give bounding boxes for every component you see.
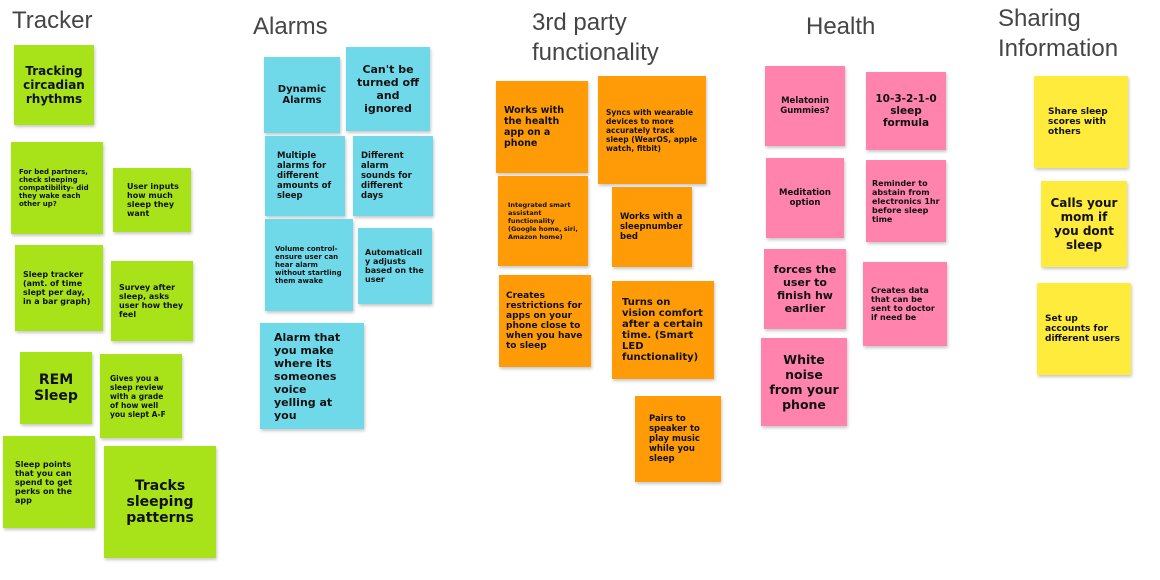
sticky-note-text: Calls your mom if you dont sleep: [1050, 196, 1118, 252]
sticky-note-third-party[interactable]: Works with the health app on a phone: [496, 81, 588, 173]
sticky-note-text: Integrated smart assistant functionality…: [508, 201, 578, 241]
sticky-note-tracker[interactable]: REM Sleep: [20, 352, 92, 424]
sticky-note-third-party[interactable]: Syncs with wearable devices to more accu…: [598, 76, 706, 184]
sticky-note-alarms[interactable]: Volume control- ensure user can hear ala…: [265, 219, 353, 311]
sticky-note-text: Set up accounts for different users: [1045, 314, 1120, 344]
sticky-note-text: Works with a sleepnumber bed: [620, 212, 683, 242]
sticky-note-sharing[interactable]: Share sleep scores with others: [1034, 76, 1128, 168]
sticky-note-tracker[interactable]: Tracks sleeping patterns: [104, 446, 216, 558]
sticky-note-alarms[interactable]: Multiple alarms for different amounts of…: [265, 136, 345, 216]
sticky-note-text: Meditation option: [779, 188, 831, 208]
sticky-note-health[interactable]: Reminder to abstain from electronics 1hr…: [866, 160, 946, 242]
sticky-note-text: forces the user to finish hw earlier: [773, 263, 837, 315]
sticky-note-text: White noise from your phone: [769, 352, 839, 412]
sticky-note-text: Can't be turned off and ignored: [357, 63, 419, 115]
sticky-note-alarms[interactable]: Different alarm sounds for different day…: [353, 136, 433, 216]
sticky-note-text: Sleep tracker (amt. of time slept per da…: [23, 270, 91, 306]
sticky-note-text: Syncs with wearable devices to more accu…: [606, 107, 698, 153]
sticky-note-text: User inputs how much sleep they want: [127, 182, 179, 218]
sticky-note-third-party[interactable]: Works with a sleepnumber bed: [612, 187, 692, 267]
sticky-note-text: REM Sleep: [34, 372, 78, 404]
sticky-note-sharing[interactable]: Set up accounts for different users: [1037, 283, 1131, 375]
sticky-note-text: Volume control- ensure user can hear ala…: [275, 245, 342, 285]
sticky-note-tracker[interactable]: Tracking circadian rhythms: [14, 45, 94, 125]
sticky-note-tracker[interactable]: Survey after sleep, asks user how they f…: [111, 261, 193, 341]
sticky-note-text: Gives you a sleep review with a grade of…: [110, 373, 166, 419]
sticky-note-text: Multiple alarms for different amounts of…: [277, 151, 332, 201]
sticky-note-tracker[interactable]: User inputs how much sleep they want: [113, 168, 191, 232]
column-title-tracker: Tracker: [12, 7, 93, 34]
sticky-note-health[interactable]: Melatonin Gummies?: [765, 66, 845, 146]
sticky-note-text: Dynamic Alarms: [277, 84, 327, 106]
column-title-sharing: Sharing Information: [998, 5, 1119, 62]
column-title-third-party: 3rd party functionality: [532, 9, 659, 66]
sticky-note-sharing[interactable]: Calls your mom if you dont sleep: [1041, 181, 1127, 267]
sticky-note-text: Different alarm sounds for different day…: [361, 151, 412, 201]
sticky-note-health[interactable]: Creates data that can be sent to doctor …: [863, 262, 947, 346]
column-title-alarms: Alarms: [253, 13, 328, 40]
sticky-note-text: Automatically adjusts based on the user: [365, 248, 424, 284]
sticky-note-text: Alarm that you make where its someones v…: [274, 330, 341, 422]
sticky-note-third-party[interactable]: Creates restrictions for apps on your ph…: [499, 275, 591, 367]
sticky-note-alarms[interactable]: Automatically adjusts based on the user: [358, 228, 432, 304]
sticky-note-tracker[interactable]: Gives you a sleep review with a grade of…: [100, 354, 182, 438]
sticky-note-alarms[interactable]: Can't be turned off and ignored: [346, 47, 430, 131]
sticky-note-tracker[interactable]: Sleep points that you can spend to get p…: [3, 436, 95, 528]
sticky-note-third-party[interactable]: Turns on vision comfort after a certain …: [612, 281, 714, 379]
sticky-note-health[interactable]: Meditation option: [766, 158, 844, 238]
sticky-note-text: For bed partners, check sleeping compati…: [19, 168, 89, 208]
sticky-note-text: Reminder to abstain from electronics 1hr…: [872, 178, 940, 224]
sticky-note-text: 10-3-2-1-0 sleep formula: [875, 93, 937, 129]
sticky-note-tracker[interactable]: For bed partners, check sleeping compati…: [11, 142, 103, 234]
sticky-note-text: Survey after sleep, asks user how they f…: [119, 283, 184, 319]
sticky-note-third-party[interactable]: Integrated smart assistant functionality…: [498, 176, 588, 266]
sticky-note-text: Creates restrictions for apps on your ph…: [506, 291, 583, 351]
sticky-note-text: Tracks sleeping patterns: [126, 478, 194, 526]
sticky-note-text: Tracking circadian rhythms: [23, 64, 85, 106]
sticky-note-health[interactable]: White noise from your phone: [761, 338, 847, 426]
sticky-note-text: Creates data that can be sent to doctor …: [871, 286, 935, 322]
sticky-note-tracker[interactable]: Sleep tracker (amt. of time slept per da…: [15, 245, 103, 331]
sticky-note-text: Works with the health app on a phone: [504, 105, 564, 149]
sticky-note-alarms[interactable]: Alarm that you make where its someones v…: [260, 323, 364, 429]
sticky-note-third-party[interactable]: Pairs to speaker to play music while you…: [635, 396, 721, 482]
sticky-note-text: Turns on vision comfort after a certain …: [622, 297, 704, 363]
sticky-note-text: Melatonin Gummies?: [780, 96, 830, 116]
sticky-note-text: Pairs to speaker to play music while you…: [649, 414, 700, 464]
sticky-note-text: Share sleep scores with others: [1048, 107, 1108, 137]
sticky-note-health[interactable]: 10-3-2-1-0 sleep formula: [866, 72, 946, 150]
sticky-note-text: Sleep points that you can spend to get p…: [15, 459, 73, 505]
sticky-note-health[interactable]: forces the user to finish hw earlier: [764, 249, 846, 329]
column-title-health: Health: [806, 13, 876, 40]
sticky-note-alarms[interactable]: Dynamic Alarms: [264, 57, 340, 133]
